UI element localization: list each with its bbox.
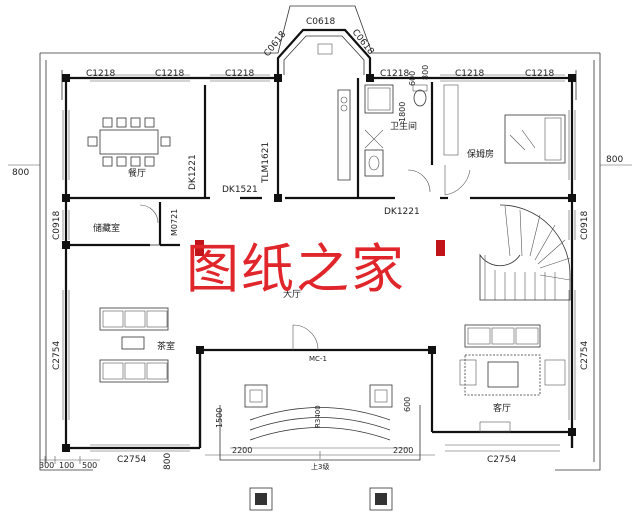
dim-600-right: 600 [403,397,412,412]
dining-table-icon [87,117,171,167]
dim-100: 100 [59,461,74,470]
window-label-c1218-3: C1218 [225,69,254,79]
door-label-dk1221-hall: DK1221 [384,207,420,217]
storage-room-label: 储藏室 [93,222,120,234]
window-label-bay-right: C0618 [350,28,376,57]
steps-label: 上3级 [311,462,329,471]
dim-800-bottom: 800 [163,453,173,470]
dim-2200-right: 2200 [393,446,413,455]
dim-800-right: 800 [606,155,623,165]
dim-600-top: 600 [408,71,417,86]
columns [62,74,576,452]
dim-1500: 1500 [215,408,224,428]
dining-room-label: 餐厅 [128,167,146,179]
dim-800-left: 800 [12,168,29,178]
window-label-c1218-6: C1218 [525,69,554,79]
door-labels: DK1221 DK1521 TLM1621 DK1221 M0721 MC-1 [170,142,420,363]
window-label-top: C0618 [306,17,335,27]
window-label-c2754-right: C2754 [580,341,590,370]
dim-1800: 1800 [398,102,407,122]
entrance-porch [219,384,421,511]
window-label-bay-left: C0618 [262,29,288,58]
window-label-c0918-right: C0918 [580,211,590,240]
window-label-c1218-4: C1218 [380,69,409,79]
hall-label: 大厅 [283,288,301,300]
tea-room-furniture [99,307,169,383]
door-swings [139,165,471,351]
door-label-dk1521: DK1521 [222,185,258,195]
window-label-c2754-bottom-left: C2754 [117,455,146,465]
dim-2200-left: 2200 [232,446,252,455]
spiral-stair [479,204,571,301]
window-glazing [62,74,576,452]
window-label-c1218-5: C1218 [455,69,484,79]
bathroom-label: 卫生间 [390,120,417,132]
bay-window [276,28,372,75]
living-room-label: 客厅 [493,402,511,414]
door-label-tlm1621: TLM1621 [261,142,271,184]
dim-r3400: R3400 [314,405,322,428]
door-label-dk1221-dining: DK1221 [188,154,198,190]
outer-outline [39,5,601,471]
bathroom-fixtures [364,84,428,177]
dimension-lines [8,164,632,464]
window-label-c0918-left: C0918 [52,211,62,240]
window-label-c2754-left: C2754 [52,341,62,370]
tea-room-label: 茶室 [157,340,175,352]
room-labels: 餐厅 储藏室 大厅 茶室 卫生间 保姆房 客厅 [93,120,511,414]
window-label-c1218-1: C1218 [86,69,115,79]
dim-500: 500 [82,461,97,470]
bed-icon [443,84,566,164]
door-label-mc1: MC-1 [309,355,327,363]
kitchen-counter [337,89,351,181]
dimension-labels: 800 800 800 1800 600 1500 600 R3400 2200… [12,65,623,471]
dim-300: 300 [39,461,54,470]
nanny-room-label: 保姆房 [467,148,494,160]
watermark: 图纸之家 [186,239,406,300]
door-label-m0721: M0721 [170,209,179,236]
interior-walls [66,78,572,247]
window-label-c2754-bottom-right: C2754 [487,455,516,465]
living-room-furniture [459,324,566,433]
dim-800-window: 800 [421,65,430,80]
window-label-c1218-2: C1218 [155,69,184,79]
